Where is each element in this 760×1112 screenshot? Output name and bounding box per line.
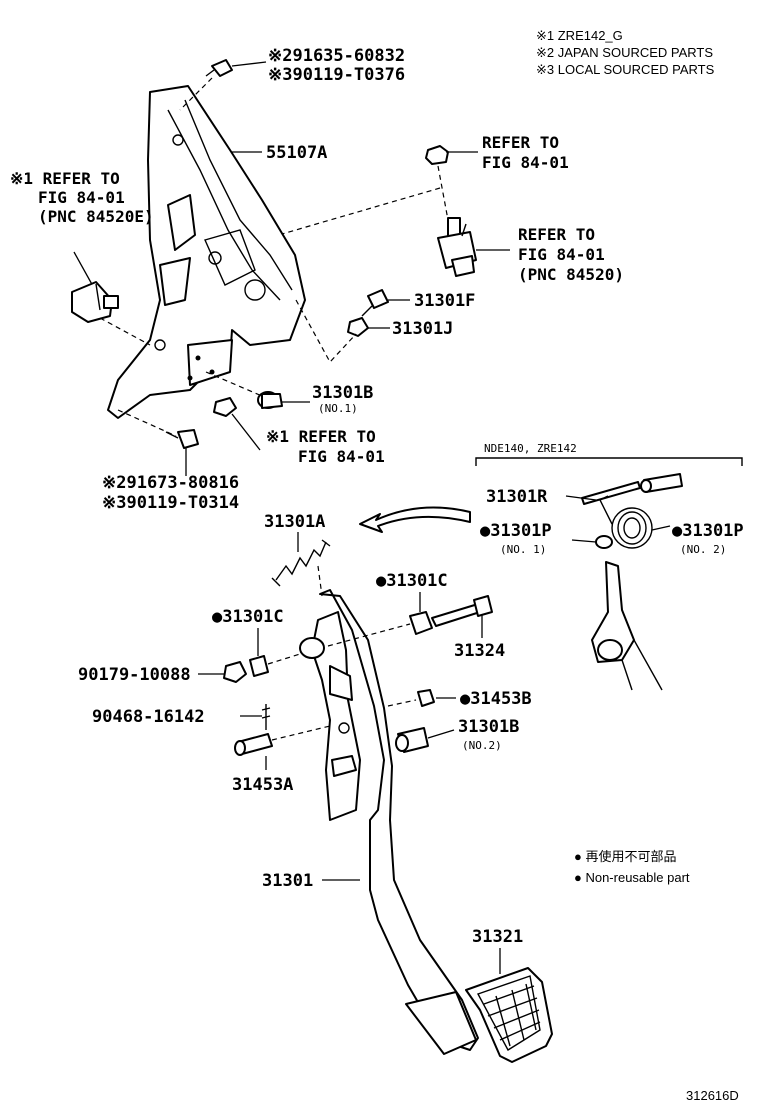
- part-90468-label: 90468-16142: [92, 707, 205, 727]
- refer-left-line1: ※1 REFER TO: [10, 169, 120, 188]
- pin-31453a-icon: [234, 733, 273, 756]
- variant-label: NDE140, ZRE142: [484, 442, 577, 455]
- collar-31301c-b-icon: [409, 611, 433, 635]
- bottom-bolt-local-label: ※390119-T0314: [102, 493, 239, 513]
- figure-id: 312616D: [686, 1088, 739, 1103]
- nut-90179-icon: [223, 661, 247, 683]
- part-31321-label: 31321: [472, 927, 523, 947]
- refer-nut-line1: REFER TO: [482, 133, 559, 152]
- top-bolt-local-label: ※390119-T0376: [268, 65, 405, 85]
- bracket-label: 55107A: [266, 143, 327, 163]
- refer-nut-line2: FIG 84-01: [482, 153, 569, 172]
- part-31301b-no2-sub: (NO.2): [462, 739, 502, 752]
- refer-switch-line2: FIG 84-01: [518, 245, 605, 264]
- note-2: ※2 JAPAN SOURCED PARTS: [536, 45, 713, 60]
- bracket-window-2: [159, 257, 191, 306]
- part-90179-label: 90179-10088: [78, 665, 191, 685]
- note-1: ※1 ZRE142_G: [536, 28, 623, 43]
- variant-group: NDE140, ZRE142 31301R ●31301P (NO. 1) ●3: [475, 442, 744, 691]
- bolt-31324-icon: [431, 595, 493, 627]
- stop-lamp-switch-icon: [437, 217, 477, 277]
- top-bolt-jp-label: ※291635-60832: [268, 46, 405, 66]
- refer-left-line2: FIG 84-01: [38, 188, 125, 207]
- legend-item-en: ● Non-reusable part: [574, 870, 690, 885]
- bush-31301p-no1-icon: [595, 535, 613, 549]
- refer-lower-line2: FIG 84-01: [298, 447, 385, 466]
- part-31301f-label: 31301F: [414, 291, 475, 311]
- part-31324-label: 31324: [454, 641, 505, 661]
- pedal-pad-31321-icon: [465, 967, 553, 1063]
- bush-31453b-icon: [417, 689, 435, 707]
- pin-31301p-icon: [640, 473, 683, 493]
- spring-31301a-icon: [271, 539, 331, 587]
- part-31301b-no1-sub: (NO.1): [318, 402, 358, 415]
- nut-lower-icon: [213, 397, 237, 417]
- variant-31301r-label: 31301R: [486, 487, 548, 507]
- part-31301j-label: 31301J: [392, 319, 453, 339]
- bracket-55107a: [107, 85, 306, 419]
- part-31453a-label: 31453A: [232, 775, 293, 795]
- legend-item-jp: ● 再使用不可部品: [574, 849, 676, 864]
- variant-31301p-no1-label: ●31301P: [480, 521, 552, 541]
- bolt-31301f-icon: [361, 289, 389, 317]
- nut-clip-icon: [425, 145, 449, 165]
- part-31301b-no2-label: 31301B: [458, 717, 519, 737]
- sensor-icon: [71, 281, 119, 323]
- bracket-window-1: [167, 194, 196, 251]
- collar-31301c-a-icon: [249, 655, 269, 677]
- nut-31301j-icon: [347, 317, 369, 337]
- legend: ● 再使用不可部品 ● Non-reusable part: [574, 849, 690, 885]
- clip-90468-icon: [261, 704, 271, 730]
- bushing-31301b-no1-icon: [257, 391, 283, 409]
- bottom-bolt-jp-label: ※291673-80816: [102, 473, 239, 493]
- variant-31301p-no2-sub: (NO. 2): [680, 543, 726, 556]
- part-31301c-a-label: ●31301C: [212, 607, 284, 627]
- part-31301b-no1-label: 31301B: [312, 383, 373, 403]
- refer-left-line3: (PNC 84520E): [38, 207, 154, 226]
- notes-block: ※1 ZRE142_G ※2 JAPAN SOURCED PARTS ※3 LO…: [536, 28, 715, 77]
- pedal-arm-31301: [299, 589, 479, 1055]
- note-3: ※3 LOCAL SOURCED PARTS: [536, 62, 715, 77]
- part-31453b-label: ●31453B: [460, 689, 532, 709]
- refer-switch-line1: REFER TO: [518, 225, 595, 244]
- direction-arrow-icon: [359, 506, 471, 533]
- part-31301a-label: 31301A: [264, 512, 325, 532]
- top-bolt-icon: [205, 59, 233, 77]
- variant-31301p-no2-label: ●31301P: [672, 521, 744, 541]
- refer-lower-line1: ※1 REFER TO: [266, 427, 376, 446]
- variant-pedal-arm-icon: [591, 561, 663, 691]
- bushing-31301b-no2-icon: [395, 727, 429, 753]
- spring-31301r-icon: [581, 481, 653, 549]
- bottom-bolt-icon: [165, 429, 199, 449]
- part-31301c-b-label: ●31301C: [376, 571, 448, 591]
- refer-switch-line3: (PNC 84520): [518, 265, 624, 284]
- part-31301-label: 31301: [262, 871, 313, 891]
- variant-31301p-no1-sub: (NO. 1): [500, 543, 546, 556]
